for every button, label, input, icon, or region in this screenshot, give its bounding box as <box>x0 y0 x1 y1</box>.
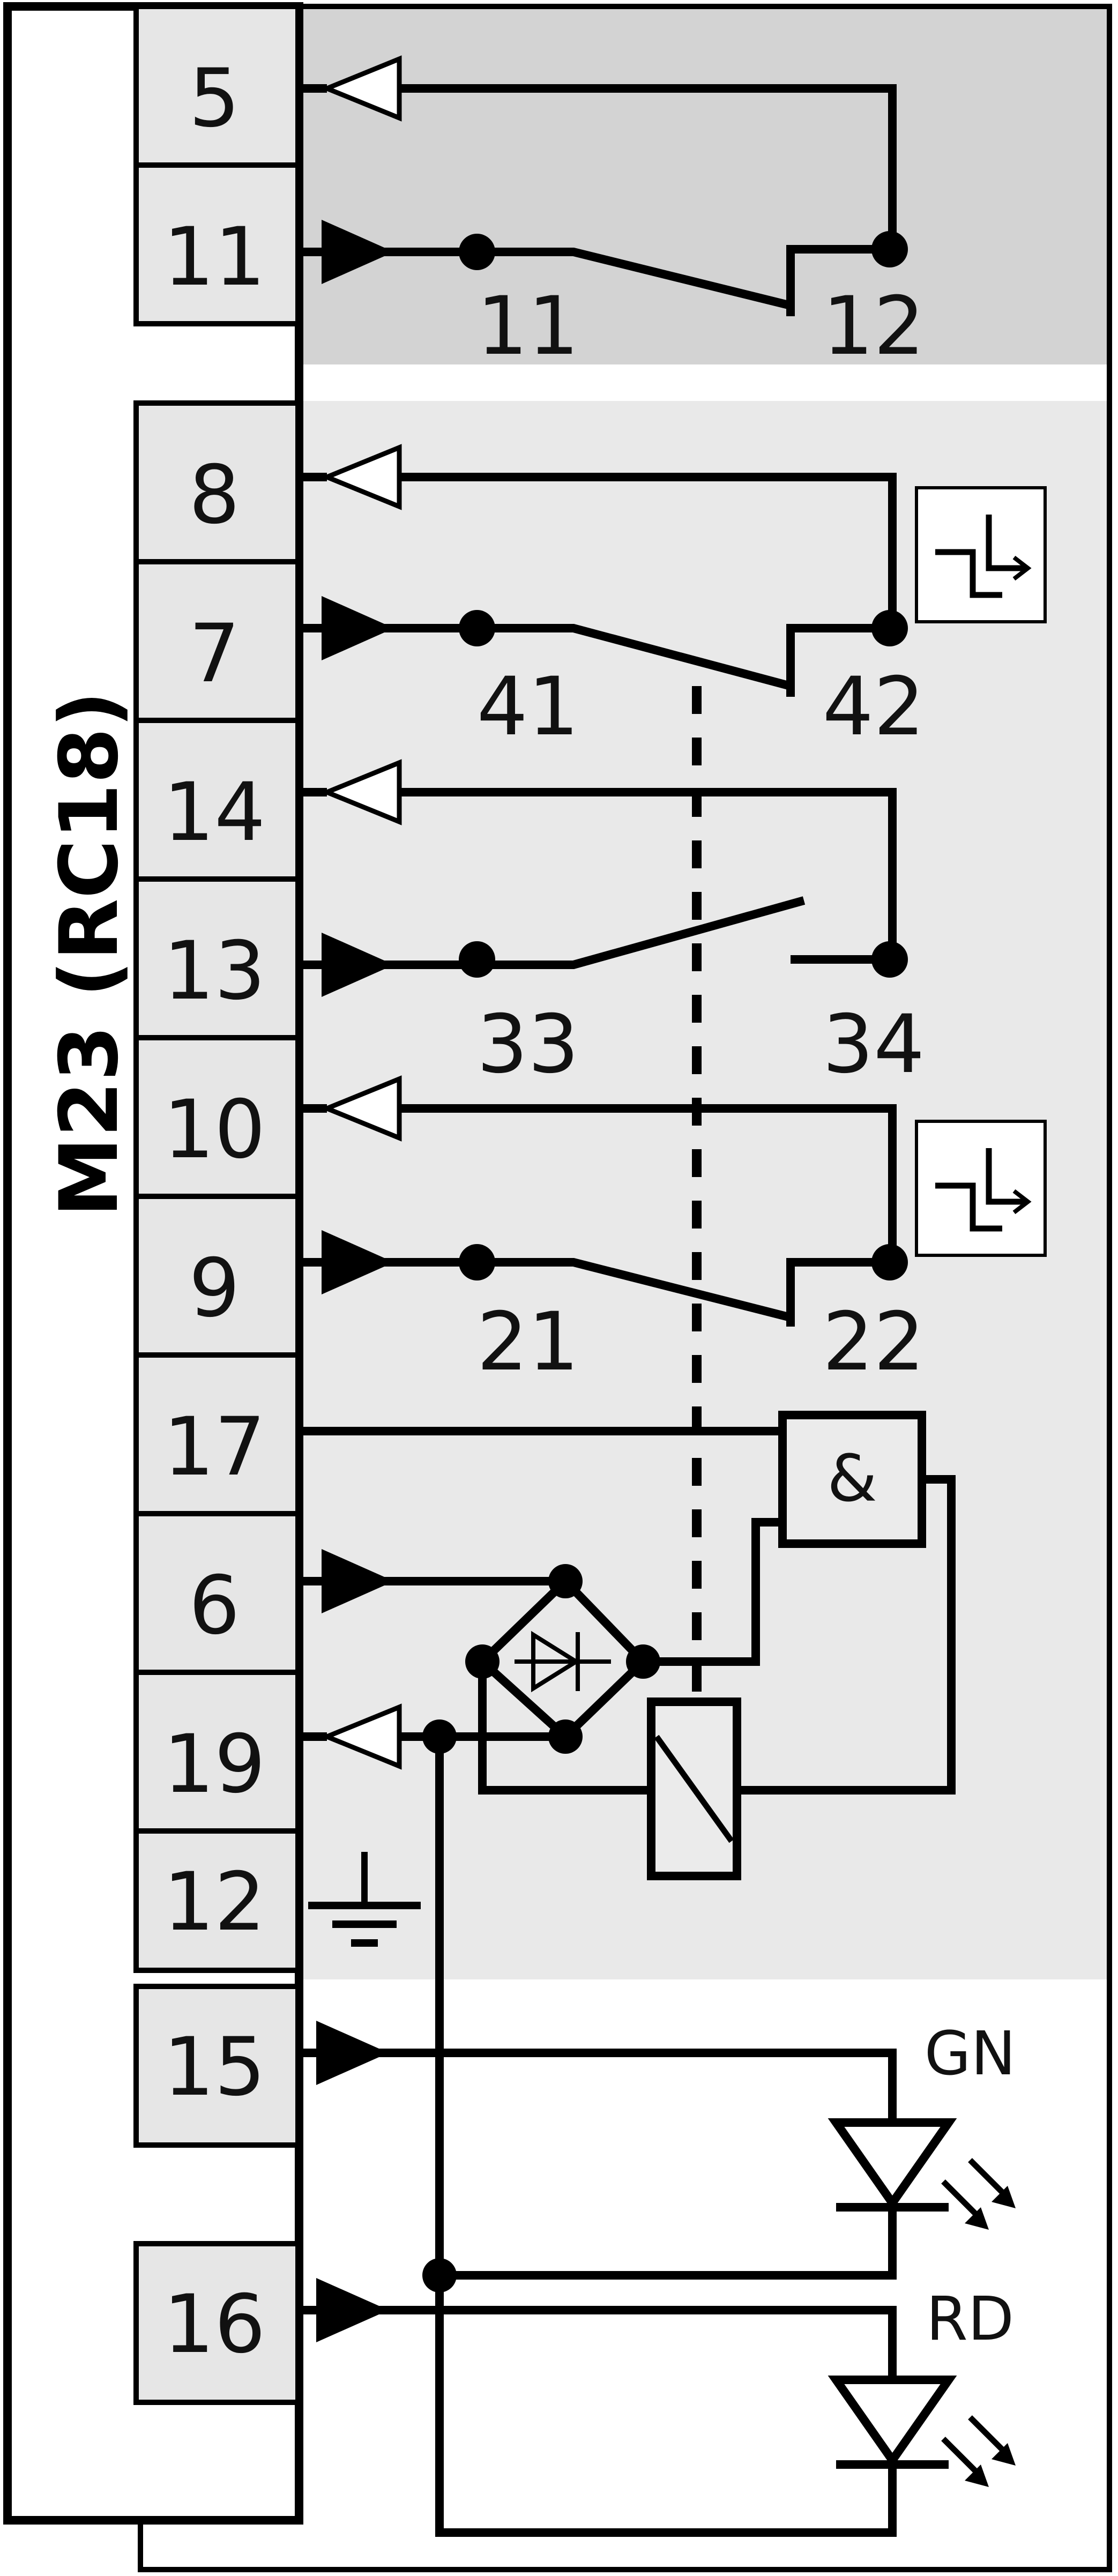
wire <box>300 624 792 690</box>
pin-box <box>133 1984 301 2148</box>
wire <box>478 1662 651 1795</box>
wire <box>435 1737 897 2537</box>
junction-dot <box>871 941 908 978</box>
pin-number: 12 <box>163 1856 266 1949</box>
pin-box <box>133 1194 301 1358</box>
wire <box>786 1258 892 1327</box>
wire <box>300 1258 792 1322</box>
and-gate-label: & <box>827 1442 877 1516</box>
junction-dot <box>459 234 495 270</box>
coil-icon <box>647 1698 741 1880</box>
pin-box <box>133 876 301 1040</box>
wire <box>300 896 806 969</box>
pin-box <box>133 2241 301 2405</box>
led-label: RD <box>926 2284 1014 2354</box>
contact-numbers: 11 12 41 42 33 34 21 22 <box>477 280 925 1389</box>
diode-icon <box>476 1575 650 1743</box>
pin-number: 14 <box>163 766 266 859</box>
junction-dot <box>459 610 495 646</box>
pushbutton-contact-icon <box>915 486 1047 623</box>
wire <box>786 624 892 697</box>
pin-box <box>133 559 301 723</box>
pin-number: 17 <box>163 1401 266 1494</box>
wire <box>399 1104 897 1262</box>
junction-dot <box>871 231 908 267</box>
contact-block-band <box>300 6 1109 364</box>
junction-dot <box>422 1719 457 1754</box>
pin-boxes <box>133 4 301 2405</box>
wire <box>298 2049 897 2123</box>
contact-number: 12 <box>823 280 925 373</box>
wire <box>399 788 897 959</box>
led-icon <box>828 2376 1016 2487</box>
pin-number: 6 <box>189 1559 240 1652</box>
wire <box>737 1475 956 1795</box>
wires <box>298 84 956 2537</box>
wire <box>399 473 897 628</box>
and-gate <box>778 1411 926 1548</box>
pin-numbers: 5 11 8 7 14 13 10 9 17 6 19 12 15 16 <box>163 52 266 2371</box>
contact-number: 21 <box>477 1296 579 1389</box>
junction-dot <box>871 610 908 646</box>
pin-number: 16 <box>163 2278 266 2371</box>
contact-number: 34 <box>823 998 925 1091</box>
pin-number: 10 <box>163 1083 266 1177</box>
pin-box <box>133 1828 301 1973</box>
junction-dot <box>459 941 495 978</box>
pin-number: 8 <box>189 449 240 542</box>
pin-box <box>133 162 301 326</box>
pushbutton-contact-icon <box>915 1120 1047 1257</box>
pin-number: 11 <box>163 211 266 304</box>
pin-number: 15 <box>163 2021 266 2114</box>
connector-label: M23 (RC18) <box>43 691 136 1217</box>
contact-number: 22 <box>823 1296 925 1389</box>
wire <box>646 1518 782 1666</box>
wire <box>786 245 892 316</box>
wire <box>399 84 897 249</box>
output-arrows <box>321 55 402 1770</box>
contact-number: 42 <box>823 660 925 754</box>
pin-number: 9 <box>189 1242 240 1335</box>
pin-number: 19 <box>163 1718 266 1811</box>
pin-number: 7 <box>189 607 240 701</box>
led-icon <box>828 2118 1016 2230</box>
contact-number: 11 <box>477 280 579 373</box>
junction-dot <box>871 1244 908 1280</box>
wire <box>300 248 792 310</box>
pin-number: 13 <box>163 925 266 1018</box>
wire <box>298 2306 897 2380</box>
junction-dot <box>459 1244 495 1280</box>
contact-number: 33 <box>477 998 579 1091</box>
pin-number: 5 <box>189 52 240 145</box>
ground-icon <box>308 1852 421 1947</box>
pin-box <box>133 1511 301 1675</box>
contact-number: 41 <box>477 660 579 754</box>
junction-dot <box>422 2258 457 2292</box>
led-label: GN <box>925 2019 1016 2089</box>
wire <box>439 2203 897 2280</box>
